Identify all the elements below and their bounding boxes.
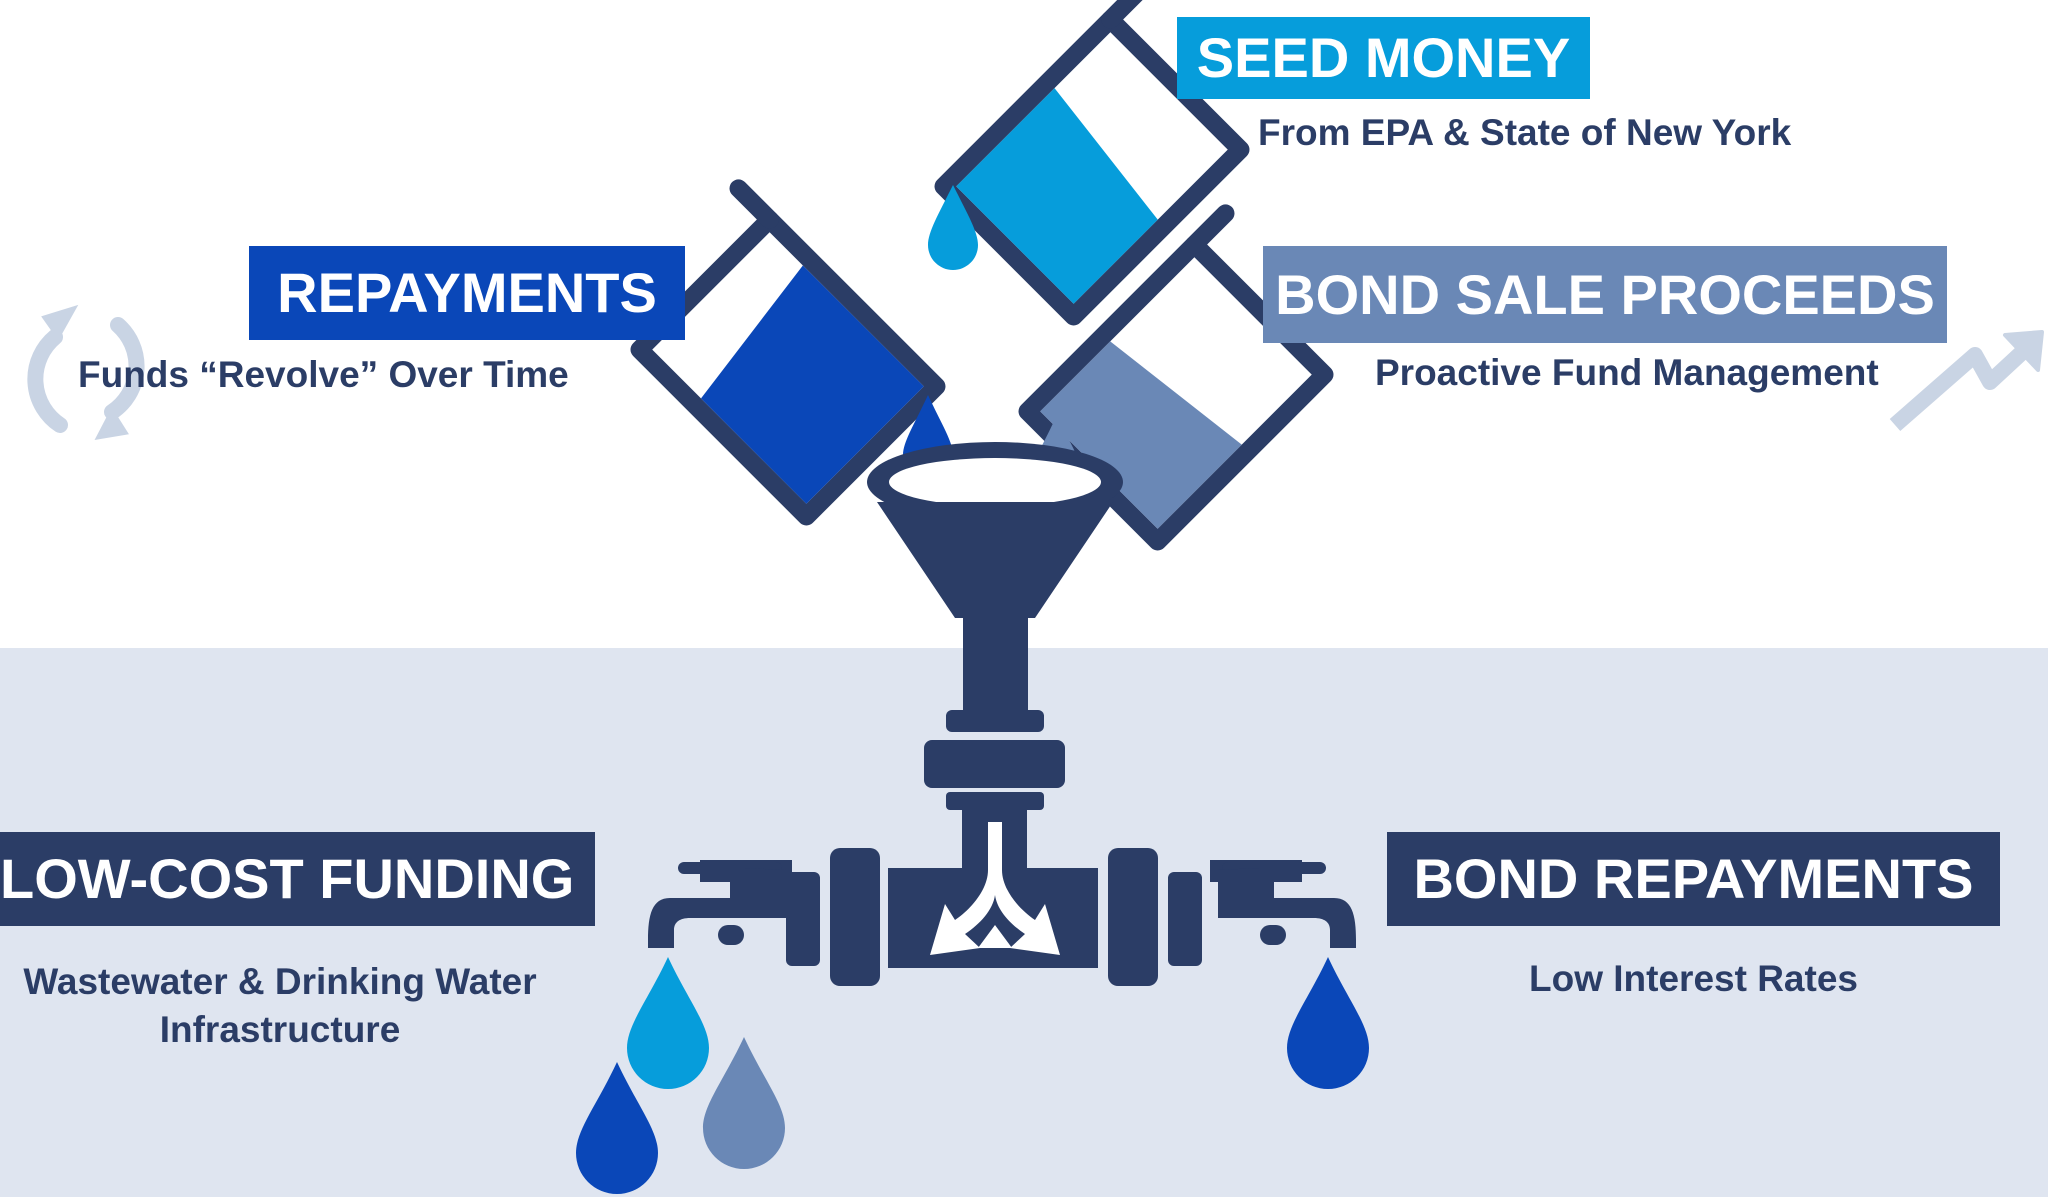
low-cost-funding-subtitle-line1: Wastewater & Drinking Water: [23, 961, 537, 1002]
repayments-subtitle: Funds “Revolve” Over Time: [78, 354, 569, 395]
repay-beaker-icon: [630, 179, 946, 526]
funnel-icon: [867, 442, 1123, 722]
repayments-label: REPAYMENTS: [249, 246, 685, 340]
bond-sale-label: BOND SALE PROCEEDS: [1263, 246, 1947, 343]
bond-sale-subtitle: Proactive Fund Management: [1375, 352, 1879, 393]
faucet-icon: [648, 860, 792, 948]
water-drop-icon: [928, 185, 978, 270]
low-cost-funding-subtitle-line2: Infrastructure: [159, 1009, 401, 1050]
water-drop-icon: [703, 1037, 785, 1169]
water-drop-icon: [1287, 957, 1369, 1089]
split-arrow-icon: [930, 822, 1060, 955]
water-drop-icon: [627, 957, 709, 1089]
seed-money-subtitle: From EPA & State of New York: [1258, 112, 1792, 153]
seed-money-label: SEED MONEY: [1177, 17, 1590, 99]
low-cost-funding-subtitle: Wastewater & Drinking Water Infrastructu…: [0, 958, 560, 1054]
bond-repayments-subtitle: Low Interest Rates: [1529, 958, 1858, 999]
water-drop-icon: [576, 1062, 658, 1194]
low-cost-funding-label: LOW-COST FUNDING: [0, 832, 595, 926]
trending-up-arrow-icon: [1889, 330, 2044, 432]
circular-arrows-icon: [27, 304, 145, 440]
faucet-icon: [1210, 860, 1356, 948]
bond-repayments-label: BOND REPAYMENTS: [1387, 832, 2000, 926]
seed-beaker-icon: [934, 0, 1250, 326]
